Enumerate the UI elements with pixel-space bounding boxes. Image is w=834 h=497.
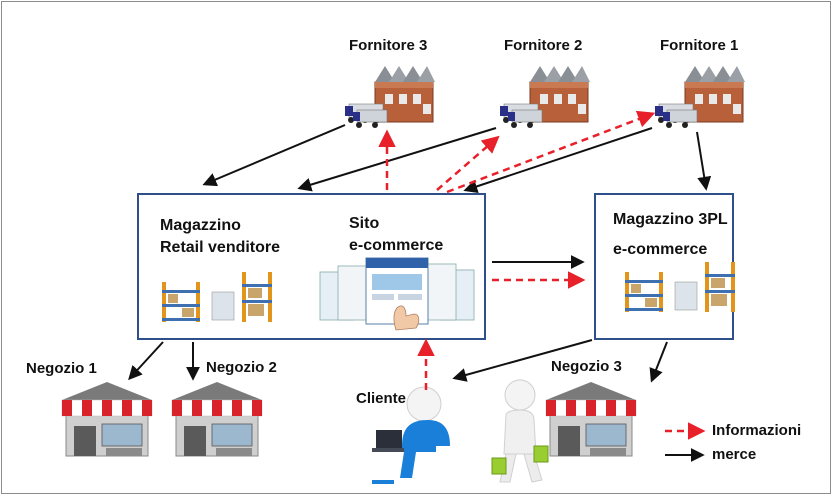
- ecommerce-site-label-line1: Sito: [349, 215, 380, 232]
- shop-icon: [171, 381, 263, 457]
- retail-warehouse-label-line1: Magazzino: [160, 217, 241, 234]
- goods-arrow: [649, 341, 668, 383]
- factory-icon: [344, 65, 436, 129]
- retail-warehouse-label-line2: Retail venditore: [160, 239, 281, 256]
- goods-arrow: [128, 341, 164, 381]
- goods-arrow: [297, 127, 497, 192]
- ecommerce-site-label-line2: e-commerce: [349, 237, 444, 254]
- factory-icon: [499, 65, 591, 129]
- supplier-2-label: Fornitore 2: [504, 37, 583, 54]
- shopper-icon: [491, 379, 549, 483]
- supplier-1-label: Fornitore 1: [660, 37, 739, 54]
- store-3-label: Negozio 3: [551, 358, 622, 375]
- warehouse-shelves-icon: [161, 271, 273, 323]
- tpl-warehouse-label-line2: e-commerce: [613, 241, 708, 258]
- information-arrow: [446, 110, 656, 194]
- shop-icon: [61, 381, 153, 457]
- information-arrow: [436, 135, 500, 191]
- customer-laptop-icon: [372, 386, 450, 484]
- shop-icon: [545, 381, 637, 457]
- legend-information-label: Informazioni: [712, 422, 802, 439]
- store-2-label: Negozio 2: [206, 359, 277, 376]
- warehouse-shelves-icon: [624, 261, 736, 313]
- goods-arrow: [463, 127, 653, 194]
- tpl-warehouse-label-line1: Magazzino 3PL: [613, 211, 728, 228]
- goods-arrow: [696, 131, 712, 191]
- customer-label: Cliente: [356, 390, 407, 407]
- factory-icon: [654, 65, 746, 129]
- goods-arrow: [202, 124, 346, 187]
- store-1-label: Negozio 1: [26, 360, 97, 377]
- tpl-warehouse-box: [594, 193, 734, 340]
- goods-arrow: [452, 339, 593, 382]
- ecommerce-websites-icon: [319, 257, 475, 331]
- legend-goods-label: merce: [712, 446, 757, 463]
- supplier-3-label: Fornitore 3: [349, 37, 428, 54]
